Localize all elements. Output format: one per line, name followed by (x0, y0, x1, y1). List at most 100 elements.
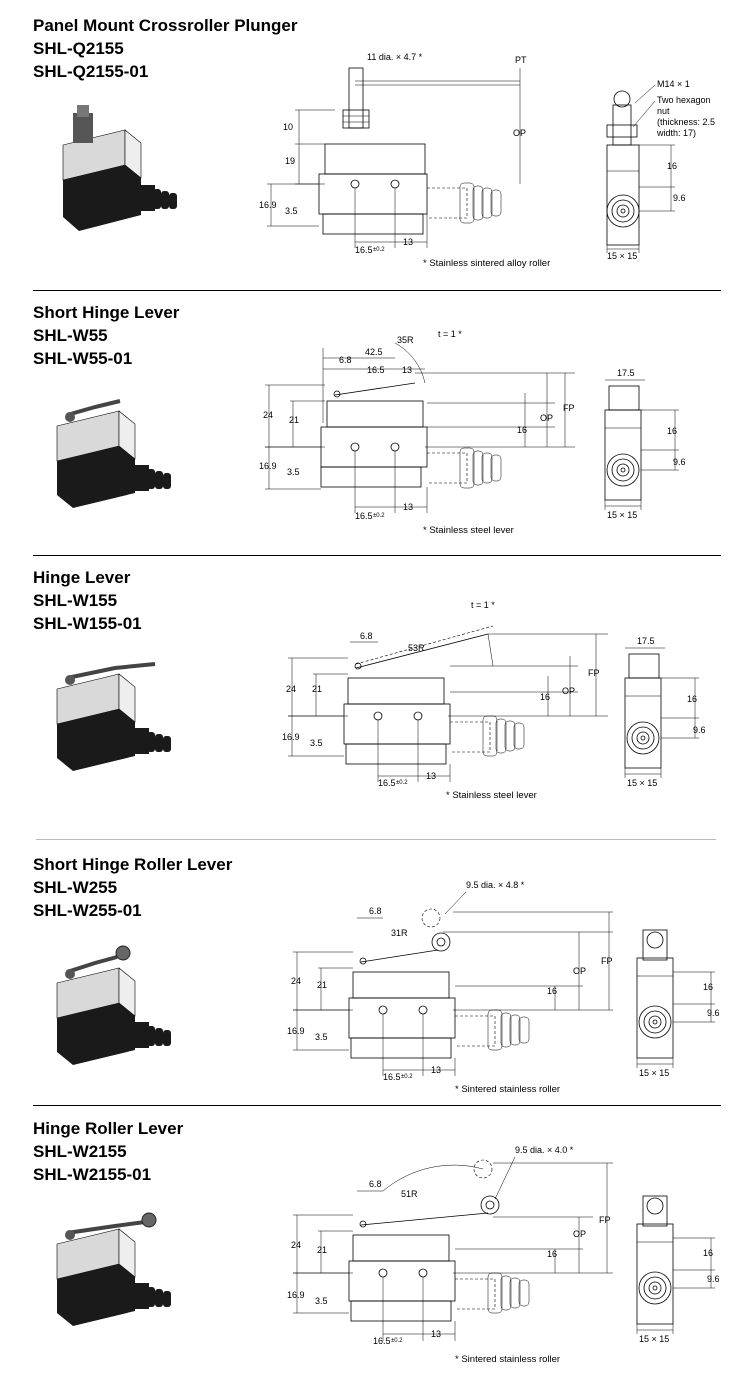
dimension-label: 16.5 (355, 245, 373, 255)
dimension-label: 16.9 (287, 1290, 305, 1300)
section-short-hinge-lever: Short Hinge Lever SHL-W55 SHL-W55-01 35R… (0, 291, 750, 555)
dimension-label: 13 (431, 1329, 441, 1339)
dimension-label: 16 (547, 1249, 557, 1259)
dimension-label: 11 dia. × 4.7 * (367, 52, 423, 62)
dimension-label: 24 (291, 1240, 301, 1250)
dimension-label: 17.5 (637, 636, 655, 646)
model-number: SHL-W155-01 (33, 614, 142, 633)
side-view-drawing: 16 9.6 15 × 15 (636, 1195, 720, 1344)
front-view-drawing: 9.5 dia. × 4.8 * 6.8 31R 24 21 16 OP FP … (287, 880, 613, 1095)
dimension-label: 16 (703, 982, 713, 992)
dimension-label: 21 (317, 1245, 327, 1255)
dimension-label: 16.9 (287, 1026, 305, 1036)
side-view-drawing: M14 × 1 Two hexagon nut (thickness: 2.5 … (606, 79, 715, 260)
front-view-drawing: t = 1 * 6.8 53R 24 21 16 OP FP 16.9 3.5 … (282, 600, 608, 801)
product-photo (62, 105, 177, 231)
dimension-label: 13 (431, 1065, 441, 1075)
dimension-label: 16.5 (373, 1336, 391, 1346)
dimension-label: 9.6 (693, 725, 706, 735)
dimension-label: 9.6 (707, 1274, 720, 1284)
dimension-label: * Stainless steel lever (446, 790, 537, 801)
dimension-label: 16.9 (282, 732, 300, 742)
dimension-label: 3.5 (315, 1296, 328, 1306)
dimension-label: OP (573, 966, 586, 976)
dimension-label: width: 17) (656, 128, 696, 138)
model-number: SHL-W2155-01 (33, 1165, 152, 1184)
side-view-drawing: 17.5 16 9.6 15 × 15 (624, 636, 706, 788)
dimension-label: 3.5 (310, 738, 323, 748)
dimension-label: 24 (286, 684, 296, 694)
dimension-label: M14 × 1 (657, 79, 690, 89)
section-crossroller-plunger: Panel Mount Crossroller Plunger SHL-Q215… (0, 0, 750, 290)
dimension-label: 35R (397, 335, 414, 345)
dimension-label: 19 (285, 156, 295, 166)
dimension-label: 15 × 15 (607, 510, 637, 520)
dimension-label: 16 (667, 161, 677, 171)
dimension-label: nut (657, 106, 670, 116)
dimension-label: 16.9 (259, 461, 277, 471)
dimension-label: 53R (408, 643, 425, 653)
dimension-label: FP (601, 956, 613, 966)
dimension-label: 13 (403, 502, 413, 512)
section-title: Hinge Lever (33, 568, 131, 587)
section-divider (33, 1105, 721, 1106)
product-photo (56, 662, 171, 771)
section-short-hinge-roller-lever: Short Hinge Roller Lever SHL-W255 SHL-W2… (0, 840, 750, 1105)
dimension-label: (thickness: 2.5 (657, 117, 715, 127)
dimension-label: * Stainless sintered alloy roller (423, 258, 550, 269)
dimension-label: 15 × 15 (639, 1334, 669, 1344)
side-view-drawing: 17.5 16 9.6 15 × 15 (604, 368, 686, 520)
dimension-label: 16 (667, 426, 677, 436)
dimension-label: 6.8 (369, 906, 382, 916)
dimension-label: 13 (402, 365, 412, 375)
dimension-label: t = 1 * (438, 329, 462, 339)
dimension-label: 15 × 15 (639, 1068, 669, 1078)
dimension-label: 16 (540, 692, 550, 702)
dimension-label: 16 (703, 1248, 713, 1258)
front-view-drawing: 35R t = 1 * 42.5 6.8 16.5 13 24 21 16 OP… (259, 329, 575, 536)
dimension-label: 42.5 (365, 347, 383, 357)
dimension-label: 21 (312, 684, 322, 694)
dimension-label: ±0.2 (373, 247, 385, 253)
dimension-label: 17.5 (617, 368, 635, 378)
front-view-drawing: 9.5 dia. × 4.0 * 6.8 51R 24 21 16 OP FP … (287, 1145, 613, 1365)
model-number: SHL-Q2155-01 (33, 62, 149, 81)
model-number: SHL-W55 (33, 326, 108, 345)
dimension-label: ±0.2 (373, 513, 385, 519)
dimension-label: FP (563, 403, 575, 413)
dimension-label: 3.5 (285, 206, 298, 216)
section-hinge-lever: Hinge Lever SHL-W155 SHL-W155-01 t = 1 *… (0, 556, 750, 839)
section-divider (36, 839, 716, 840)
dimension-label: 3.5 (287, 467, 300, 477)
dimension-label: t = 1 * (471, 600, 495, 610)
dimension-label: OP (513, 128, 526, 138)
dimension-label: 31R (391, 928, 408, 938)
dimension-label: FP (599, 1215, 611, 1225)
dimension-label: 16.5 (355, 511, 373, 521)
dimension-label: 16.5 (367, 365, 385, 375)
dimension-label: 9.6 (673, 457, 686, 467)
dimension-label: 6.8 (339, 355, 352, 365)
dimension-label: 15 × 15 (607, 251, 637, 260)
dimension-label: 16 (687, 694, 697, 704)
dimension-label: 6.8 (360, 631, 373, 641)
side-view-drawing: 16 9.6 15 × 15 (636, 929, 720, 1078)
dimension-label: OP (573, 1229, 586, 1239)
dimension-label: 10 (283, 122, 293, 132)
dimension-label: 6.8 (369, 1179, 382, 1189)
model-number: SHL-Q2155 (33, 39, 124, 58)
dimension-label: FP (588, 668, 600, 678)
section-hinge-roller-lever: Hinge Roller Lever SHL-W2155 SHL-W2155-0… (0, 1106, 750, 1380)
dimension-label: OP (562, 686, 575, 696)
dimension-label: 13 (426, 771, 436, 781)
dimension-label: 16 (547, 986, 557, 996)
product-photo (56, 399, 171, 508)
model-number: SHL-W2155 (33, 1142, 127, 1161)
section-title: Panel Mount Crossroller Plunger (33, 16, 298, 35)
dimension-label: 24 (263, 410, 273, 420)
dimension-label: 3.5 (315, 1032, 328, 1042)
dimension-label: 24 (291, 976, 301, 986)
front-view-drawing: 11 dia. × 4.7 * PT OP 10 19 16.9 3.5 16.… (259, 52, 550, 269)
dimension-label: Two hexagon (657, 95, 711, 105)
product-photo (56, 1212, 171, 1326)
